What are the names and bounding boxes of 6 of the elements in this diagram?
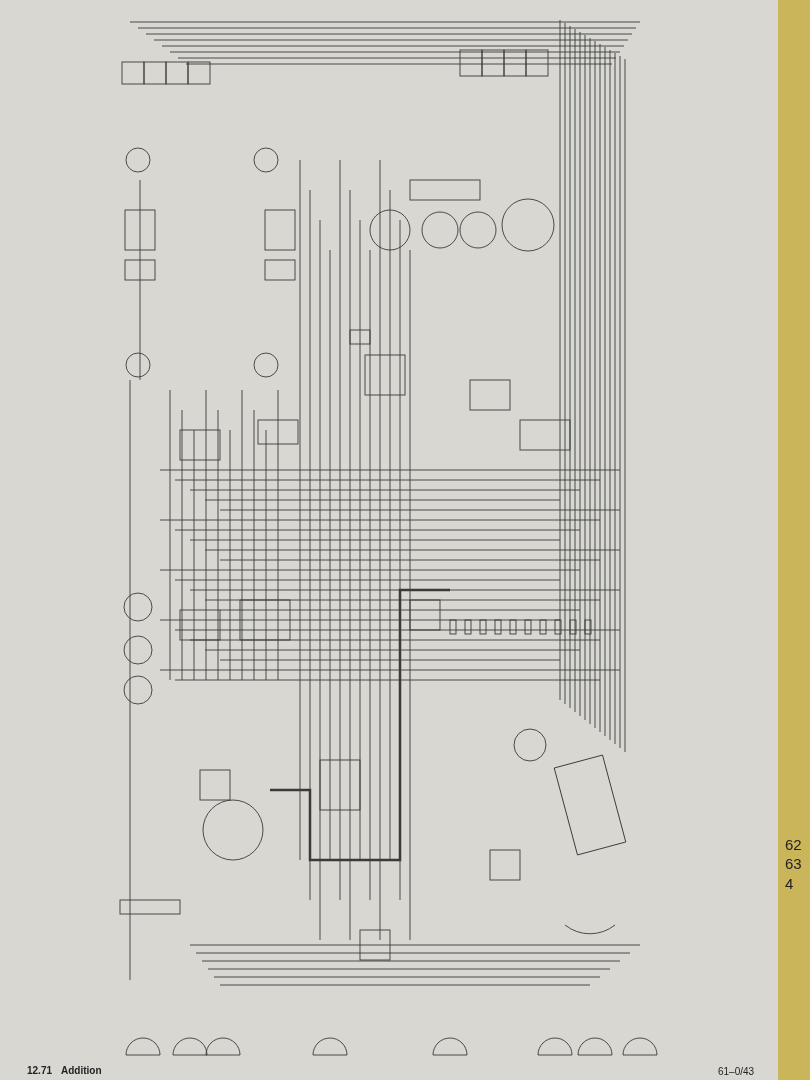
footer-text: Addition <box>61 1066 102 1076</box>
sheet-number: 61–0/43 <box>718 1067 755 1077</box>
page-number: 62 <box>785 837 802 852</box>
page-number: 63 <box>785 856 802 871</box>
page-number: 4 <box>785 876 794 891</box>
footer-text: 12.71 <box>27 1066 53 1076</box>
